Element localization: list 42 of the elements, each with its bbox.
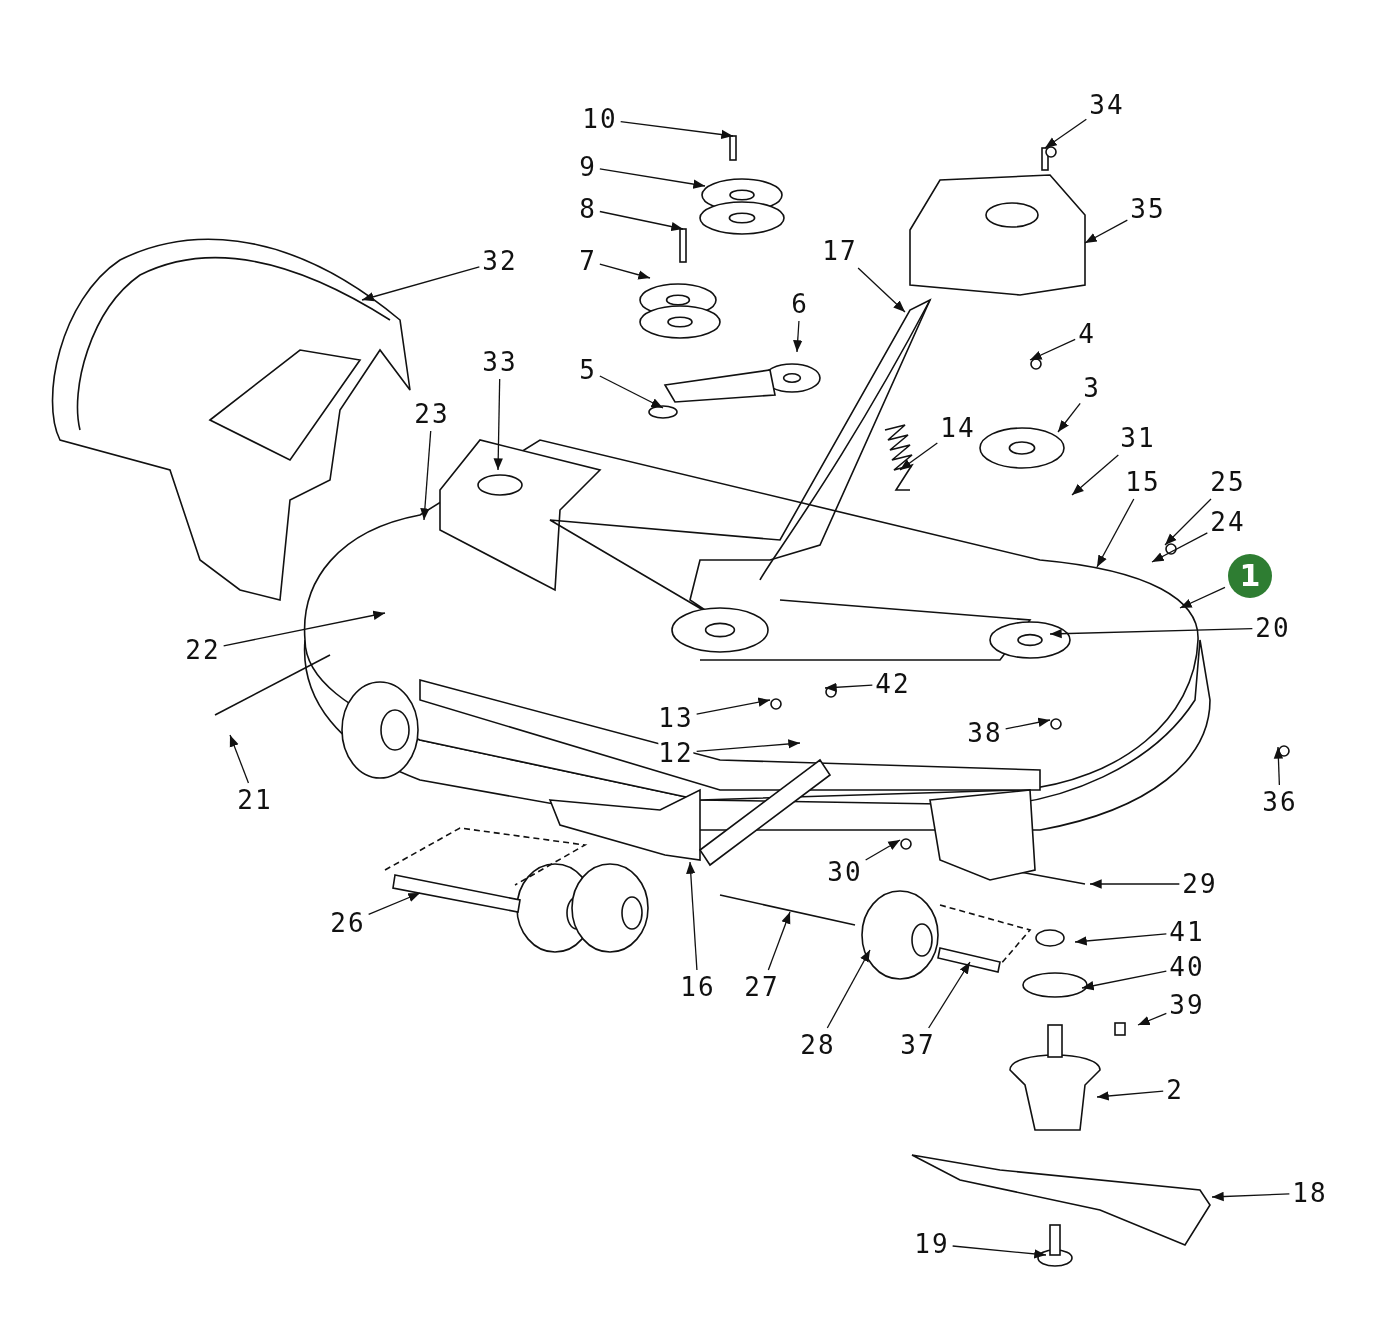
leader-line bbox=[824, 682, 873, 692]
leader-line bbox=[857, 267, 906, 313]
leader-line bbox=[1151, 532, 1208, 563]
callout-badge: 1 bbox=[1228, 554, 1272, 598]
leader-line bbox=[361, 266, 480, 302]
leader-line bbox=[368, 892, 421, 916]
leader-line bbox=[1179, 586, 1226, 609]
leader-line bbox=[928, 961, 971, 1029]
leader-line bbox=[793, 320, 803, 353]
leader-line bbox=[1071, 454, 1119, 496]
leader-line bbox=[1089, 879, 1180, 889]
leader-line bbox=[1005, 717, 1051, 730]
leader-line bbox=[767, 911, 791, 971]
leader-line bbox=[1081, 970, 1167, 991]
leader-line bbox=[620, 121, 734, 140]
leader-line bbox=[1096, 498, 1135, 568]
leader-line bbox=[1044, 118, 1087, 149]
leader-line bbox=[1074, 933, 1167, 946]
leader-line bbox=[1164, 498, 1212, 546]
leader-line bbox=[1211, 1191, 1290, 1202]
leader-line bbox=[1096, 1090, 1164, 1101]
leader-line bbox=[599, 263, 651, 280]
leader-line bbox=[899, 442, 938, 471]
leader-line bbox=[865, 839, 901, 861]
leader-line bbox=[599, 168, 706, 189]
leader-line bbox=[420, 430, 432, 521]
leader-line bbox=[1273, 746, 1284, 786]
leader-line bbox=[223, 610, 386, 647]
leader-line bbox=[599, 210, 684, 232]
leader-line bbox=[229, 734, 250, 784]
leader-line bbox=[1084, 219, 1128, 244]
leader-line bbox=[1137, 1012, 1167, 1026]
leader-line bbox=[493, 378, 503, 471]
leader-line bbox=[1057, 402, 1081, 433]
leader-line bbox=[599, 375, 664, 409]
leader-line bbox=[1029, 338, 1076, 361]
leader-line bbox=[696, 739, 801, 752]
leader-line bbox=[696, 697, 771, 715]
leader-line bbox=[826, 949, 871, 1029]
leader-line bbox=[952, 1245, 1047, 1259]
leader-line bbox=[1049, 627, 1253, 639]
leader-line bbox=[686, 861, 698, 971]
